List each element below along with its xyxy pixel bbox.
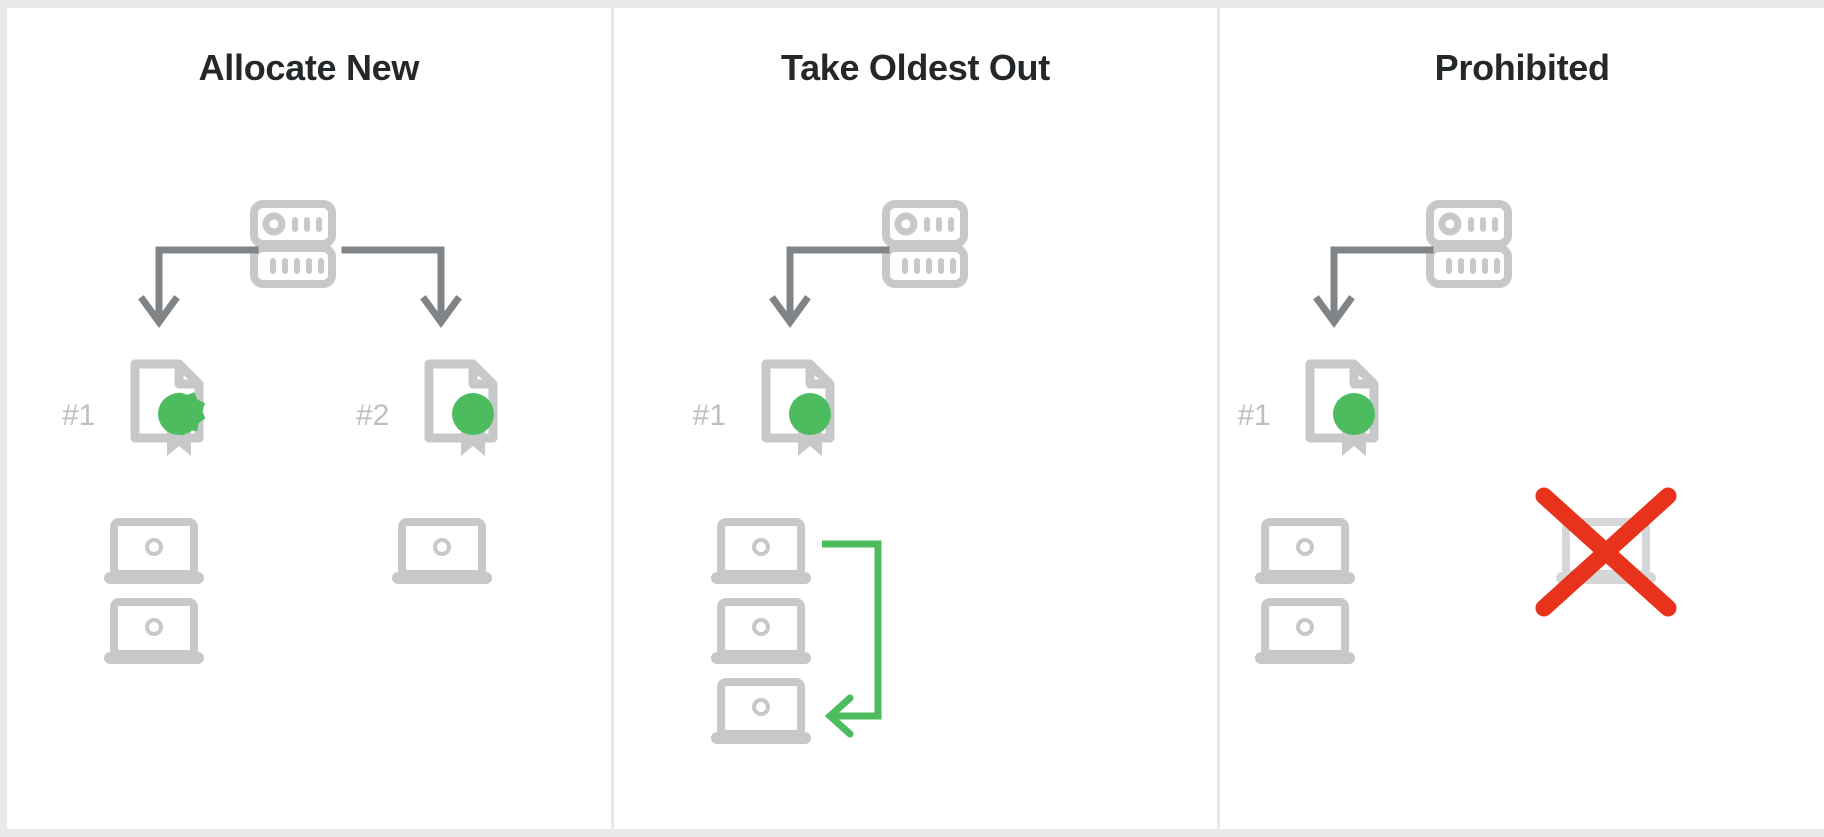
laptop-icon — [100, 516, 208, 588]
elbow-arrow-down-left-icon — [138, 244, 261, 334]
certificate-icon — [758, 356, 842, 460]
elbow-arrow-down-left-icon — [1313, 244, 1436, 334]
certificate-label-1: #1 — [62, 399, 96, 432]
panel-prohibited-stage: #1 — [1220, 8, 1824, 829]
elbow-arrow-down-right-icon — [339, 244, 462, 334]
red-cross-icon — [1532, 486, 1680, 618]
diagram-board: Allocate New — [7, 8, 1824, 829]
certificate-label-1: #1 — [1237, 399, 1271, 432]
certificate-icon — [421, 356, 505, 460]
panel-take-oldest-out: Take Oldest Out — [610, 8, 1218, 829]
laptop-icon — [1251, 516, 1359, 588]
laptop-icon — [1251, 596, 1359, 668]
recycle-arrow-icon — [814, 536, 904, 738]
panel-prohibited: Prohibited — [1217, 8, 1824, 829]
laptop-icon — [100, 596, 208, 668]
certificate-icon — [127, 356, 211, 460]
server-icon — [250, 200, 336, 288]
panel-title-take-oldest-out: Take Oldest Out — [781, 47, 1050, 88]
certificate-label-1: #1 — [692, 399, 727, 432]
laptop-icon — [707, 676, 815, 748]
panel-title-prohibited: Prohibited — [1434, 47, 1610, 88]
server-icon — [881, 200, 968, 288]
laptop-icon — [388, 516, 496, 588]
certificate-label-2: #2 — [356, 399, 390, 432]
panel-allocate-new-stage: #1 #2 — [7, 8, 611, 829]
laptop-icon — [707, 516, 815, 588]
panel-allocate-new: Allocate New — [7, 8, 611, 829]
elbow-arrow-down-left-icon — [768, 244, 892, 334]
panel-title-allocate-new: Allocate New — [198, 47, 420, 88]
laptop-icon — [707, 596, 815, 668]
certificate-icon — [1302, 356, 1386, 460]
server-icon — [1426, 200, 1513, 288]
panel-take-oldest-out-stage: #1 — [614, 8, 1218, 829]
